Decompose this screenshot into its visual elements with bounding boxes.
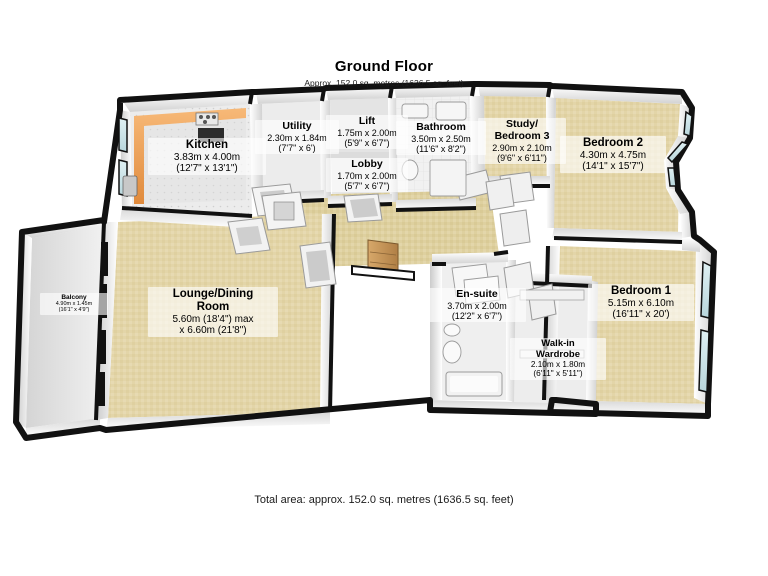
- kitchen-hob-icon: [195, 112, 219, 126]
- entry-threshold: [351, 264, 415, 282]
- furniture-bedroom-1-door: [527, 283, 557, 321]
- wall-outline-exterior: [13, 81, 717, 441]
- room-label-bedroom-2: Bedroom 2 4.30m x 4.75m (14'1" x 15'7"): [560, 136, 666, 174]
- front-door: [367, 239, 399, 273]
- room-label-bathroom: Bathroom 3.50m x 2.50m (11'6" x 8'2"): [396, 121, 486, 155]
- furniture-study-door: [485, 177, 515, 211]
- furniture-hall-chair-1: [343, 193, 383, 223]
- room-label-lift: Lift 1.75m x 2.00m (5'9" x 6'7"): [326, 115, 408, 149]
- window-bedroom-2-bay: [666, 110, 693, 187]
- room-label-lounge-dining-room: Lounge/Dining Room 5.60m (18'4") max x 6…: [148, 287, 278, 338]
- room-label-bedroom-1: Bedroom 1 5.15m x 6.10m (16'11" x 20'): [588, 284, 694, 322]
- furniture-lounge-sofa-3: [299, 241, 337, 289]
- room-label-en-suite: En-suite 3.70m x 2.00m (12'2" x 6'7"): [428, 288, 526, 322]
- room-label-lobby: Lobby 1.70m x 2.00m (5'7" x 6'7"): [326, 158, 408, 192]
- room-label-utility: Utility 2.30m x 1.84m (7'7" x 6'): [255, 120, 339, 154]
- furniture-hall-door-3: [499, 209, 531, 247]
- room-label-kitchen: Kitchen 3.83m x 4.00m (12'7" x 13'1"): [148, 138, 266, 176]
- room-floor-balcony: [26, 226, 104, 428]
- plan-header: Ground Floor Approx. 152.0 sq. metres (1…: [0, 58, 768, 88]
- furniture-lounge-sofa-1: [227, 217, 271, 255]
- page-subtitle: Approx. 152.0 sq. metres (1636.5 sq. fee…: [304, 78, 464, 88]
- kitchen-sink-icon: [122, 175, 138, 197]
- room-label-balcony: Balcony 4.90m x 1.45m (16'1" x 4'9"): [40, 293, 108, 315]
- wall-kitchen-bottom: [120, 208, 252, 228]
- room-label-walk-in-wardrobe: Walk-in Wardrobe 2.10m x 1.80m (6'11" x …: [510, 338, 606, 380]
- furniture-utility-appliance: [261, 191, 307, 231]
- room-label-study-bedroom-3: Study/ Bedroom 3 2.90m x 2.10m (9'6" x 6…: [478, 118, 566, 164]
- window-bedroom-1-right: [698, 260, 712, 393]
- total-area-note: Total area: approx. 152.0 sq. metres (16…: [254, 494, 514, 506]
- page-title: Ground Floor: [334, 58, 434, 75]
